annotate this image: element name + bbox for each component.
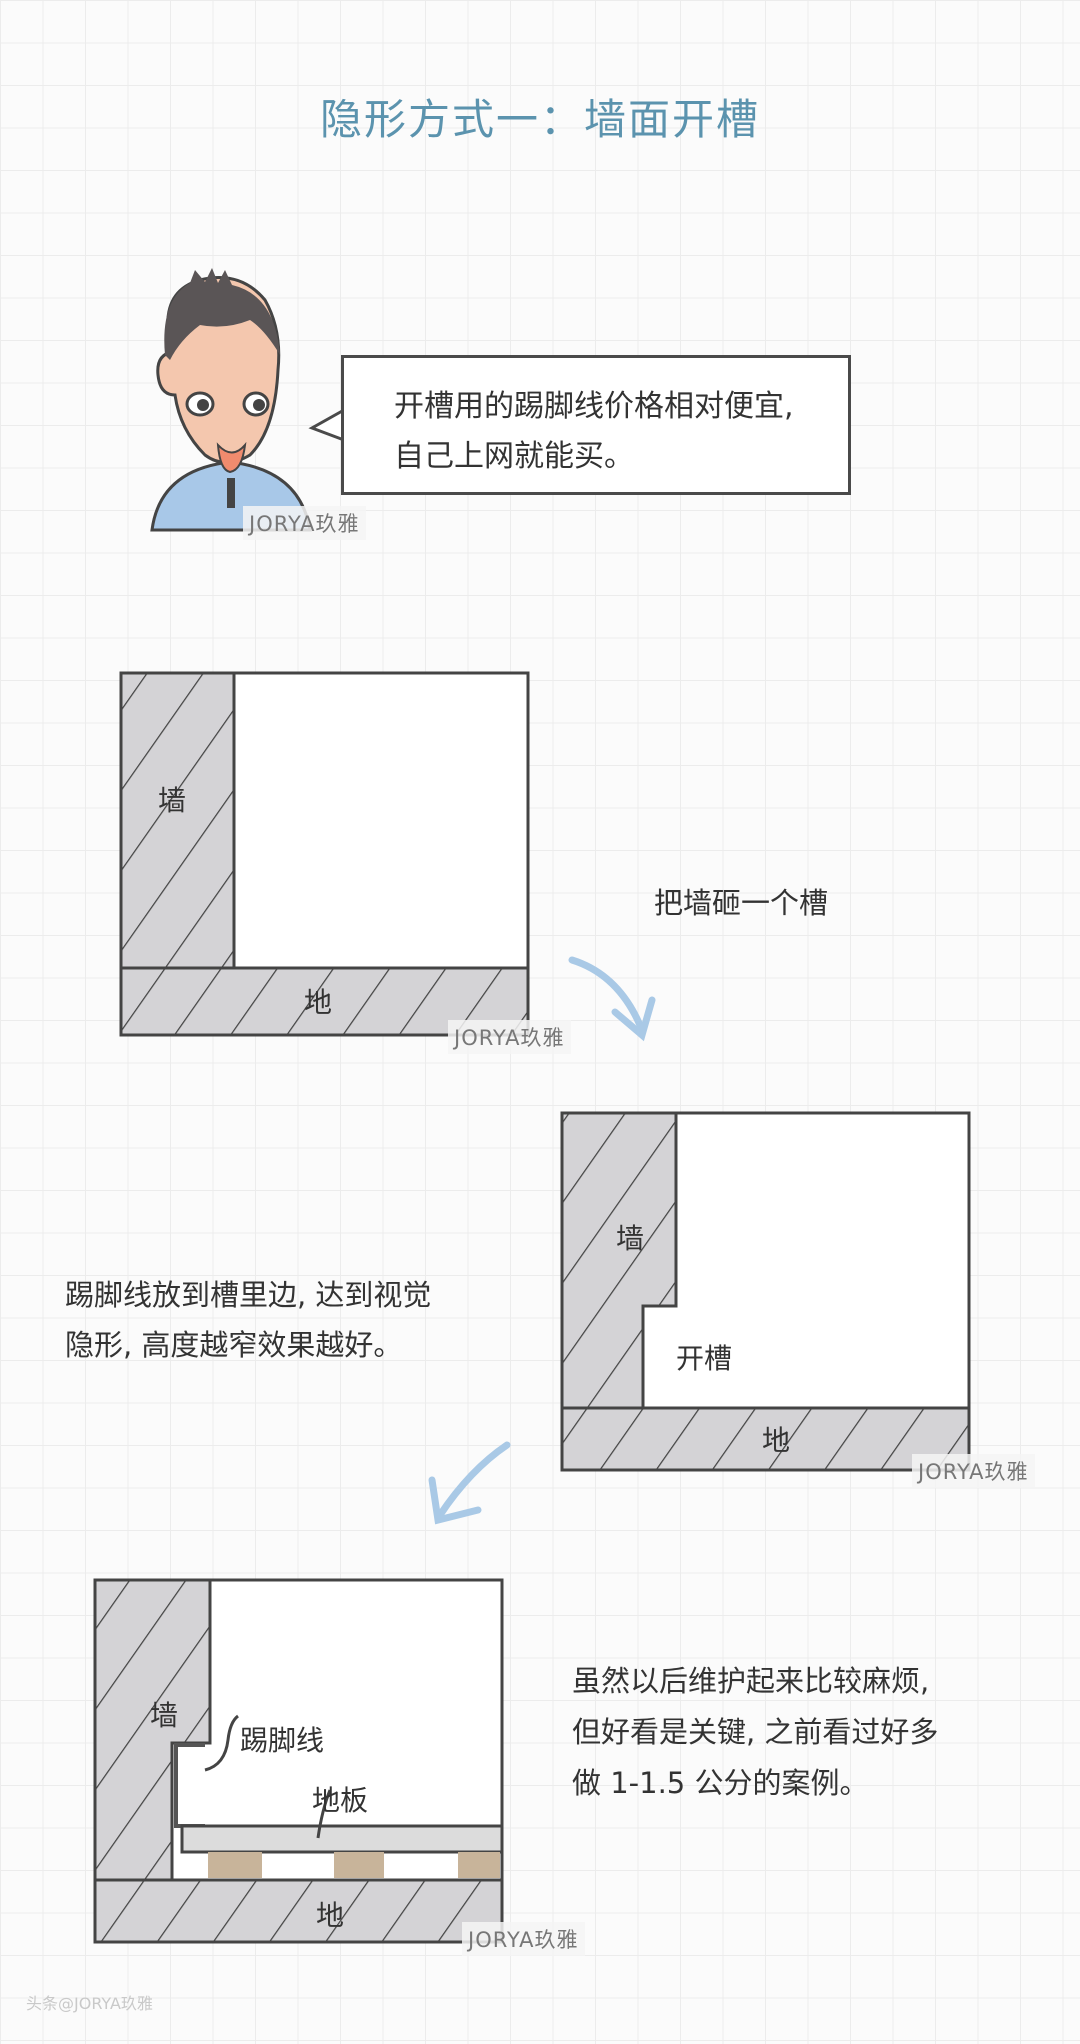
bubble-line-1: 开槽用的踢脚线价格相对便宜, — [394, 389, 794, 424]
skirting-label: 踢脚线 — [240, 1724, 324, 1757]
wall-label: 墙 — [158, 784, 186, 817]
step3-note-line-2: 但好看是关键, 之前看过好多 — [572, 1715, 939, 1749]
arrow-down-right-icon — [568, 956, 646, 1034]
step2-note-line-1: 踢脚线放到槽里边, 达到视觉 — [65, 1278, 432, 1312]
watermark: JORYA玖雅 — [462, 1922, 585, 1956]
step1-note: 把墙砸一个槽 — [654, 886, 829, 920]
speech-bubble-text: 开槽用的踢脚线价格相对便宜, 自己上网就能买。 — [394, 382, 794, 482]
floor-label: 地 — [762, 1424, 790, 1457]
page-title: 隐形方式一：墙面开槽 — [319, 95, 760, 144]
flooring-board — [180, 1824, 504, 1854]
flooring-label: 地板 — [312, 1784, 368, 1817]
watermark: JORYA玖雅 — [448, 1020, 571, 1054]
step2-note: 踢脚线放到槽里边, 达到视觉 隐形, 高度越窄效果越好。 — [65, 1270, 431, 1370]
diagram-wall-groove: 墙 开槽 地 — [560, 1111, 971, 1472]
watermark: JORYA玖雅 — [243, 506, 366, 540]
bubble-tail — [308, 408, 345, 442]
speech-bubble — [341, 355, 851, 495]
wall-label: 墙 — [150, 1699, 178, 1732]
step3-note-line-3: 做 1-1.5 公分的案例。 — [572, 1766, 869, 1800]
arrow-down-left-icon — [436, 1441, 511, 1519]
bottom-watermark: 头条@JORYA玖雅 — [26, 1994, 153, 2013]
floor-label: 地 — [316, 1899, 344, 1932]
diagram-wall-before: 墙 地 — [119, 671, 530, 1037]
floor-label: 地 — [304, 986, 332, 1019]
step2-note-line-2: 隐形, 高度越窄效果越好。 — [65, 1328, 403, 1362]
step3-note: 虽然以后维护起来比较麻烦, 但好看是关键, 之前看过好多 做 1-1.5 公分的… — [572, 1656, 938, 1809]
step3-note-line-1: 虽然以后维护起来比较麻烦, — [572, 1664, 930, 1698]
bubble-line-2: 自己上网就能买。 — [394, 439, 634, 474]
watermark: JORYA玖雅 — [912, 1454, 1035, 1488]
cartoon-character — [150, 268, 312, 532]
diagram-skirting-installed: 墙 踢脚线 地板 地 — [93, 1578, 504, 1944]
groove-label: 开槽 — [676, 1342, 732, 1375]
wall-label: 墙 — [616, 1222, 644, 1255]
